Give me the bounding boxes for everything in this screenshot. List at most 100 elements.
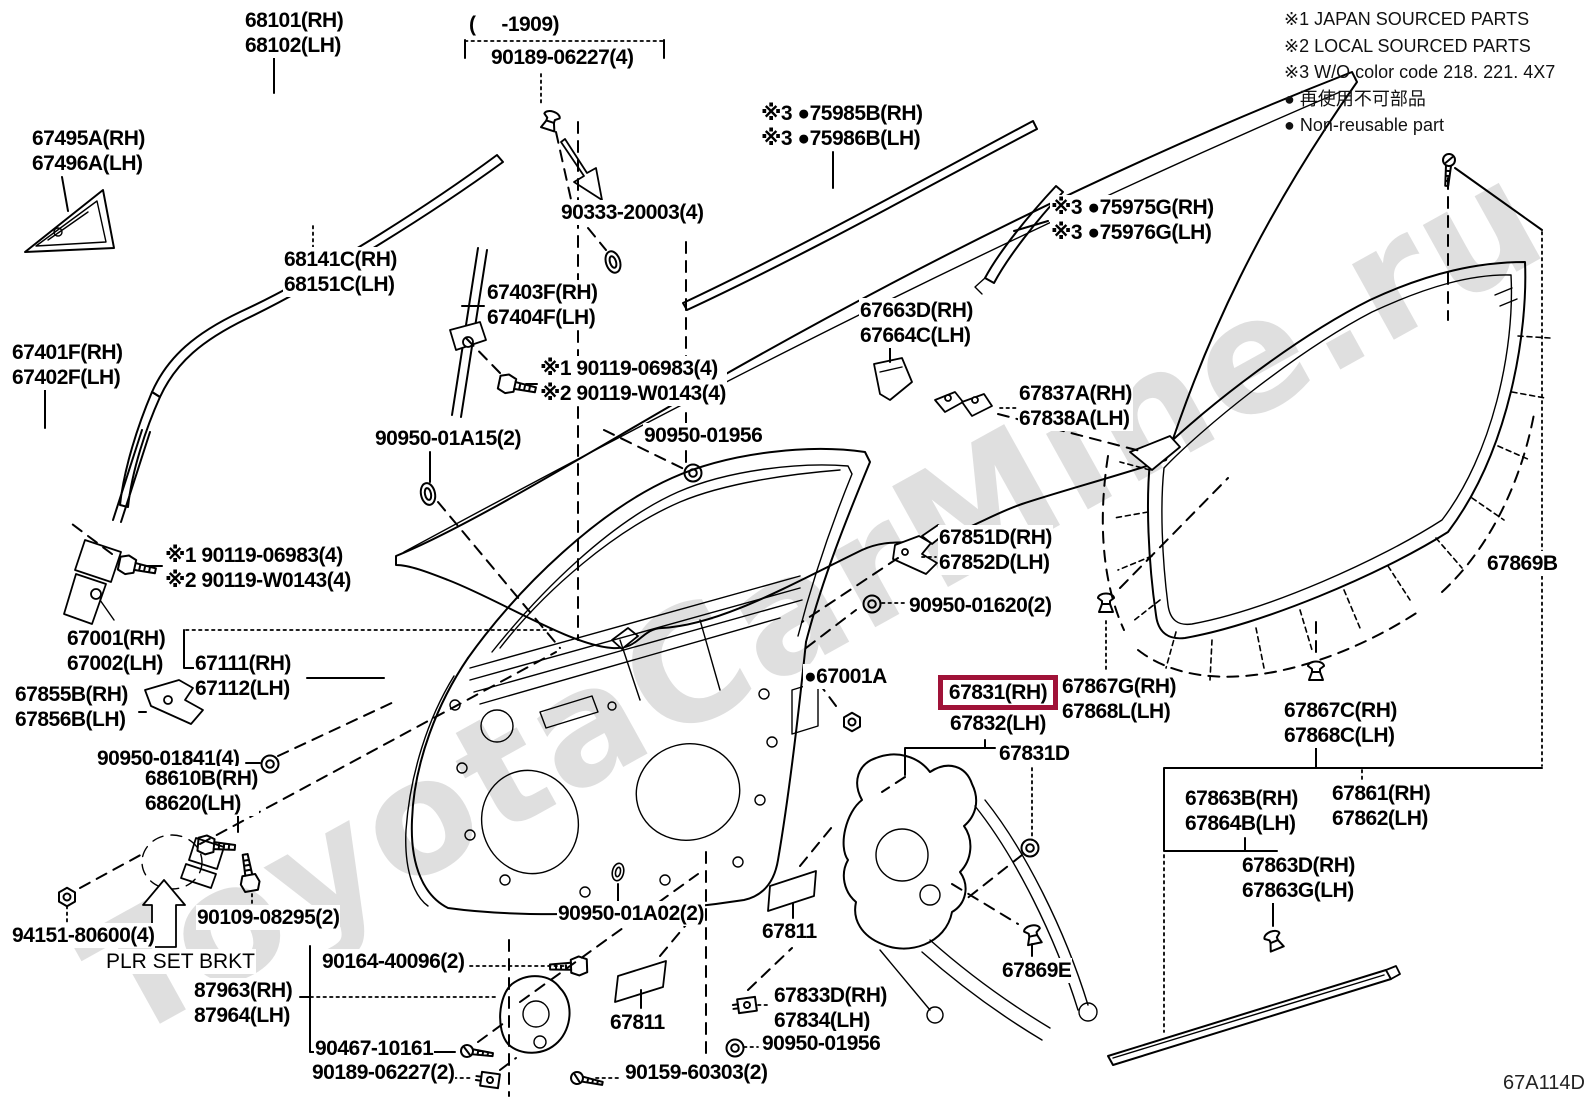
- arrow-90333: [560, 138, 603, 201]
- label-68141C-line2: 68151C(LH): [284, 273, 395, 296]
- label-90950-01956-lower-line1: 90950-01956: [762, 1032, 881, 1055]
- label-67403F[interactable]: 67403F(RH)67404F(LH): [486, 280, 599, 330]
- label-67831D[interactable]: 67831D: [998, 741, 1071, 766]
- label-67863D-line2: 67863G(LH): [1242, 879, 1354, 902]
- label-90950-01A02[interactable]: 90950-01A02(2): [557, 901, 705, 926]
- label-67867G-line1: 67867G(RH): [1062, 675, 1177, 698]
- label-67863D[interactable]: 67863D(RH)67863G(LH): [1241, 853, 1356, 903]
- label-68610B-line2: 68620(LH): [145, 792, 241, 815]
- label-75985B-line2: ※3 ●75986B(LH): [761, 127, 921, 150]
- hinge-67837A-drawing: [934, 391, 993, 417]
- label-68610B[interactable]: 68610B(RH)68620(LH): [144, 766, 259, 816]
- label-67863B-line2: 67864B(LH): [1185, 812, 1296, 835]
- label-67869E[interactable]: 67869E: [1001, 958, 1073, 983]
- label-90333-20003[interactable]: 90333-20003(4): [560, 200, 705, 225]
- label-90950-01620[interactable]: 90950-01620(2): [908, 593, 1053, 618]
- label-67111-line1: 67111(RH): [195, 652, 291, 675]
- label-67401F[interactable]: 67401F(RH)67402F(LH): [11, 340, 124, 390]
- label-67001[interactable]: 67001(RH)67002(LH): [66, 626, 167, 676]
- lower-moulding-drawing: [1107, 965, 1401, 1066]
- label-67811-inner[interactable]: 67811: [609, 1010, 666, 1035]
- legend-item-1: ※1 JAPAN SOURCED PARTS: [1284, 9, 1530, 29]
- label-67403F-line2: 67404F(LH): [487, 306, 596, 329]
- label-67001A[interactable]: ●67001A: [803, 664, 888, 689]
- label-87963[interactable]: 87963(RH)87964(LH): [193, 978, 294, 1028]
- label-67833D[interactable]: 67833D(RH)67834(LH): [773, 983, 888, 1033]
- tag-67811-inner: [614, 960, 667, 1003]
- label-67851D-line1: 67851D(RH): [939, 526, 1052, 549]
- label-67851D[interactable]: 67851D(RH)67852D(LH): [938, 525, 1053, 575]
- label-67831D-line1: 67831D: [999, 742, 1070, 765]
- label-90189-06227-2[interactable]: 90189-06227(2): [311, 1060, 456, 1085]
- label-67869B[interactable]: 67869B: [1486, 551, 1559, 576]
- label-90119-upper[interactable]: ※1 90119-06983(4)※2 90119-W0143(4): [539, 356, 727, 406]
- label-67855B-line1: 67855B(RH): [15, 683, 128, 706]
- label-90164-line1: 90164-40096(2): [322, 950, 465, 973]
- label-90164[interactable]: 90164-40096(2): [321, 949, 466, 974]
- label-67001-line2: 67002(LH): [67, 652, 163, 675]
- label-67867C[interactable]: 67867C(RH)67868C(LH): [1283, 698, 1398, 748]
- run-channel-drawing: [119, 154, 504, 508]
- label-75985B[interactable]: ※3 ●75985B(RH)※3 ●75986B(LH): [760, 101, 924, 151]
- label-67867C-line1: 67867C(RH): [1284, 699, 1397, 722]
- highlight-box: 67831(RH): [937, 675, 1059, 710]
- label-68610B-line1: 68610B(RH): [145, 767, 258, 790]
- label-68141C[interactable]: 68141C(RH)68151C(LH): [283, 247, 398, 297]
- label-90159[interactable]: 90159-60303(2): [624, 1060, 769, 1085]
- label-94151[interactable]: 94151-80600(4): [11, 923, 156, 948]
- label-67811-outer[interactable]: 67811: [761, 919, 818, 944]
- label-68101[interactable]: 68101(RH)68102(LH): [244, 8, 345, 58]
- label-67831[interactable]: 67831(RH)67832(LH): [933, 675, 1063, 736]
- label-67111-line2: 67112(LH): [195, 677, 290, 700]
- label-67831-line2: 67832(LH): [950, 712, 1046, 735]
- label-67861[interactable]: 67861(RH)67862(LH): [1331, 781, 1432, 831]
- belt-moulding-75975-drawing: [974, 185, 1064, 295]
- label-90109[interactable]: 90109-08295(2): [196, 905, 341, 930]
- label-67861-line2: 67862(LH): [1332, 807, 1428, 830]
- label-plr-set-brkt: PLR SET BRKT: [105, 949, 256, 974]
- label-90467[interactable]: 90467-10161: [314, 1036, 435, 1061]
- label-67111[interactable]: 67111(RH)67112(LH): [194, 651, 292, 701]
- label-67855B-line2: 67856B(LH): [15, 708, 126, 731]
- label-75975G[interactable]: ※3 ●75975G(RH)※3 ●75976G(LH): [1050, 195, 1215, 245]
- label-90189-06227-4[interactable]: 90189-06227(4): [490, 45, 635, 70]
- label-67851D-line2: 67852D(LH): [939, 551, 1050, 574]
- label-90333-20003-line1: 90333-20003(4): [561, 201, 704, 224]
- label-67833D-line1: 67833D(RH): [774, 984, 887, 1007]
- label-90119-left-line2: ※2 90119-W0143(4): [165, 569, 351, 592]
- label-67863B[interactable]: 67863B(RH)67864B(LH): [1184, 786, 1299, 836]
- label-67855B[interactable]: 67855B(RH)67856B(LH): [14, 682, 129, 732]
- label-67495A[interactable]: 67495A(RH)67496A(LH): [31, 126, 146, 176]
- label-87963-line2: 87964(LH): [194, 1004, 290, 1027]
- label-90119-left[interactable]: ※1 90119-06983(4)※2 90119-W0143(4): [164, 543, 352, 593]
- clip-67663D-drawing: [873, 357, 913, 401]
- label-67663D-line1: 67663D(RH): [860, 299, 973, 322]
- label-90950-01A15[interactable]: 90950-01A15(2): [374, 426, 522, 451]
- label-75975G-line1: ※3 ●75975G(RH): [1051, 196, 1214, 219]
- label-67001-line1: 67001(RH): [67, 627, 166, 650]
- label-90950-01956-lower[interactable]: 90950-01956: [761, 1031, 882, 1056]
- label-75985B-line1: ※3 ●75985B(RH): [761, 102, 923, 125]
- label-67837A-line1: 67837A(RH): [1019, 382, 1132, 405]
- label-90950-01620-line1: 90950-01620(2): [909, 594, 1052, 617]
- label-90467-line1: 90467-10161: [315, 1037, 434, 1060]
- label-90950-01A02-line1: 90950-01A02(2): [558, 902, 704, 925]
- label-90189-06227-4-line1: 90189-06227(4): [491, 46, 634, 69]
- label-90119-upper-line1: ※1 90119-06983(4): [540, 357, 718, 380]
- door-shell-drawing: [405, 448, 871, 916]
- label-90950-01956-upper[interactable]: 90950-01956: [643, 423, 764, 448]
- label-90950-01841-line1: 90950-01841(4): [97, 747, 240, 770]
- label-67837A[interactable]: 67837A(RH)67838A(LH): [1018, 381, 1133, 431]
- belt-moulding-75985-drawing: [682, 120, 1038, 311]
- weatherstrip-loop-drawing: [1101, 261, 1551, 681]
- label-90119-upper-line2: ※2 90119-W0143(4): [540, 382, 726, 405]
- label-67811-inner-line1: 67811: [610, 1011, 665, 1034]
- label-67495A-line1: 67495A(RH): [32, 127, 145, 150]
- label-67495A-line2: 67496A(LH): [32, 152, 143, 175]
- label-67663D[interactable]: 67663D(RH)67664C(LH): [859, 298, 974, 348]
- label-67867G[interactable]: 67867G(RH)67868L(LH): [1061, 674, 1178, 724]
- label-67863B-line1: 67863B(RH): [1185, 787, 1298, 810]
- label-plr-set-brkt-line1: PLR SET BRKT: [106, 950, 255, 973]
- label-90119-left-line1: ※1 90119-06983(4): [165, 544, 343, 567]
- vent-glass-drawing: [24, 189, 115, 253]
